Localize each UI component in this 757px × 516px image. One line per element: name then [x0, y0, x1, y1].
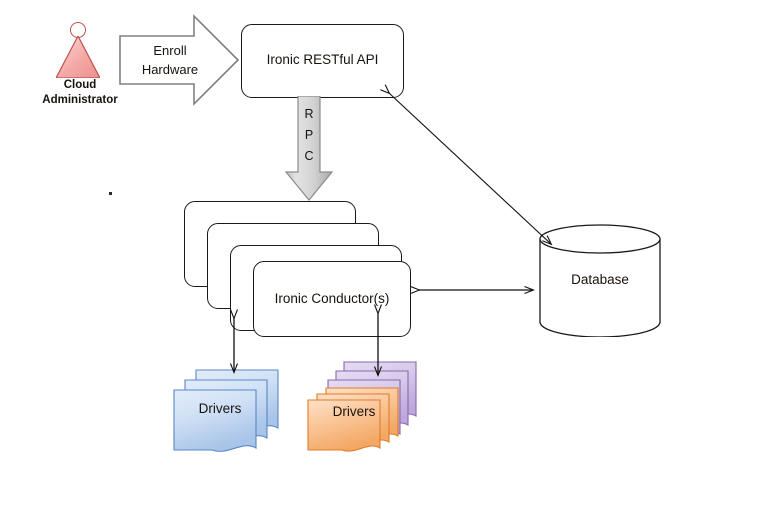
drivers-orange-stack[interactable]: [306, 360, 418, 456]
database-cylinder[interactable]: [539, 224, 661, 338]
enroll-hardware-label-line2: Hardware: [141, 61, 199, 77]
drivers-orange-shape: [307, 361, 417, 452]
enroll-hardware-arrow-shape: [119, 14, 240, 106]
database-cylinder-shape: [539, 224, 661, 338]
cloud-administrator-actor: Cloud Administrator: [42, 22, 118, 106]
enroll-hardware-label: Enroll Hardware: [118, 42, 222, 80]
stray-dot-artifact: [109, 192, 112, 195]
rpc-arrow: [284, 95, 334, 202]
connector-api-to-database: [380, 86, 610, 251]
connector-conductor-to-database: [411, 278, 541, 302]
drivers-blue-shape: [173, 369, 279, 452]
enroll-hardware-label-line1: Enroll: [153, 43, 187, 58]
actor-body-icon: [56, 36, 100, 78]
actor-caption-line1: Cloud: [63, 79, 97, 91]
actor-caption-line2: Administrator: [42, 93, 118, 106]
drivers-blue-stack[interactable]: [172, 366, 280, 456]
connector-conductor-to-drivers-orange: [366, 305, 390, 383]
ironic-restful-api-box[interactable]: [241, 24, 404, 98]
enroll-hardware-arrow: Enroll Hardware: [118, 14, 240, 106]
connector-conductor-to-drivers-blue: [222, 310, 246, 380]
actor-caption: Cloud Administrator: [28, 78, 132, 108]
ironic-conductor-box[interactable]: [253, 261, 411, 337]
rpc-arrow-shape: [284, 95, 334, 201]
